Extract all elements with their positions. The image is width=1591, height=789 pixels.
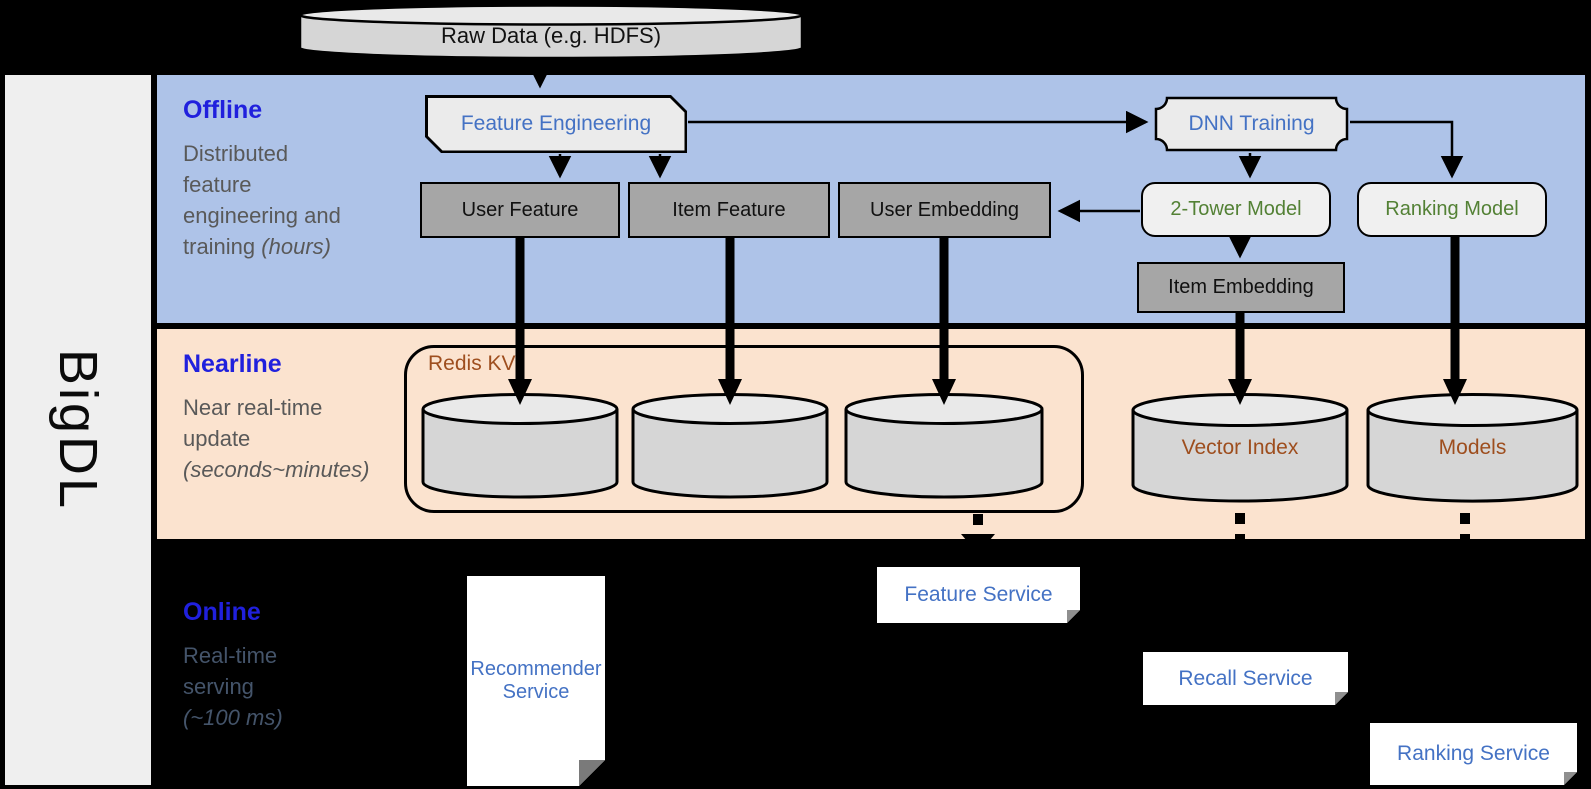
corner-fold-icon bbox=[1564, 772, 1577, 785]
offline-desc-line4: training bbox=[183, 234, 262, 259]
item-feature-node: Item Feature bbox=[628, 182, 830, 238]
offline-desc-line2: feature bbox=[183, 172, 252, 197]
online-desc-latency: (~100 ms) bbox=[183, 705, 283, 730]
vector-index-store: Vector Index bbox=[1130, 392, 1350, 504]
cylinder-shape bbox=[421, 393, 619, 499]
cylinder-shape bbox=[631, 393, 829, 499]
redis-cylinder-2 bbox=[630, 392, 830, 500]
user-embedding-label: User Embedding bbox=[870, 198, 1019, 221]
recommender-service-label: Recommender Service bbox=[470, 658, 602, 703]
nearline-desc-line1: Near real-time bbox=[183, 395, 323, 420]
online-lane-title: Online bbox=[183, 598, 261, 626]
vector-index-label: Vector Index bbox=[1181, 436, 1299, 459]
ranking-model-node: Ranking Model bbox=[1357, 182, 1547, 237]
online-lane-description: Real-time serving (~100 ms) bbox=[183, 640, 433, 733]
nearline-lane-description: Near real-time update (seconds~minutes) bbox=[183, 392, 443, 485]
dnn-training-node: DNN Training bbox=[1154, 96, 1349, 152]
online-desc-line1: Real-time bbox=[183, 643, 278, 668]
bigdl-logo-text: BigDL bbox=[48, 348, 108, 512]
offline-desc-hours: (hours) bbox=[261, 234, 331, 259]
user-feature-node: User Feature bbox=[420, 182, 620, 238]
feature-engineering-node: Feature Engineering bbox=[425, 95, 687, 153]
recommender-service-node: Recommender Service bbox=[467, 576, 605, 786]
redis-cylinder-3 bbox=[843, 392, 1045, 500]
offline-desc-line3: engineering and bbox=[183, 203, 341, 228]
item-embedding-node: Item Embedding bbox=[1137, 262, 1345, 313]
cylinder-shape bbox=[1131, 393, 1349, 503]
ranking-service-node: Ranking Service bbox=[1370, 723, 1577, 785]
item-feature-label: Item Feature bbox=[672, 198, 786, 221]
redis-kv-container bbox=[404, 345, 1084, 513]
cylinder-shape bbox=[298, 4, 804, 60]
two-tower-model-label: 2-Tower Model bbox=[1170, 198, 1302, 220]
nearline-desc-latency: (seconds~minutes) bbox=[183, 457, 370, 482]
redis-cylinder-1 bbox=[420, 392, 620, 500]
dnn-training-label: DNN Training bbox=[1188, 112, 1315, 135]
models-store: Models bbox=[1365, 392, 1580, 504]
redis-kv-label: Redis KV bbox=[428, 352, 516, 375]
corner-fold-icon bbox=[1335, 692, 1348, 705]
models-label: Models bbox=[1438, 436, 1507, 459]
offline-lane-title: Offline bbox=[183, 96, 263, 124]
document-fold-icon bbox=[579, 760, 605, 786]
recall-service-node: Recall Service bbox=[1143, 652, 1348, 705]
corner-fold-icon bbox=[1067, 610, 1080, 623]
feature-engineering-label: Feature Engineering bbox=[428, 98, 685, 151]
user-embedding-node: User Embedding bbox=[838, 182, 1051, 238]
raw-data-store: Raw Data (e.g. HDFS) bbox=[297, 3, 805, 63]
item-embedding-label: Item Embedding bbox=[1168, 276, 1314, 298]
online-desc-line2: serving bbox=[183, 674, 254, 699]
raw-data-label: Raw Data (e.g. HDFS) bbox=[440, 23, 662, 48]
offline-lane-description: Distributed feature engineering and trai… bbox=[183, 138, 433, 262]
ranking-model-label: Ranking Model bbox=[1385, 198, 1519, 220]
user-feature-label: User Feature bbox=[461, 198, 579, 221]
ranking-service-label: Ranking Service bbox=[1397, 742, 1550, 765]
bigdl-sidebar: BigDL bbox=[5, 75, 151, 785]
feature-service-node: Feature Service bbox=[877, 567, 1080, 623]
cylinder-shape bbox=[1366, 393, 1579, 503]
feature-service-label: Feature Service bbox=[904, 583, 1053, 606]
recall-service-label: Recall Service bbox=[1178, 666, 1313, 690]
plaque-shape bbox=[1154, 96, 1349, 152]
cylinder-shape bbox=[844, 393, 1044, 499]
nearline-desc-line2: update bbox=[183, 426, 251, 451]
offline-desc-line1: Distributed bbox=[183, 141, 289, 166]
two-tower-model-node: 2-Tower Model bbox=[1141, 182, 1331, 237]
nearline-lane-title: Nearline bbox=[183, 350, 282, 378]
